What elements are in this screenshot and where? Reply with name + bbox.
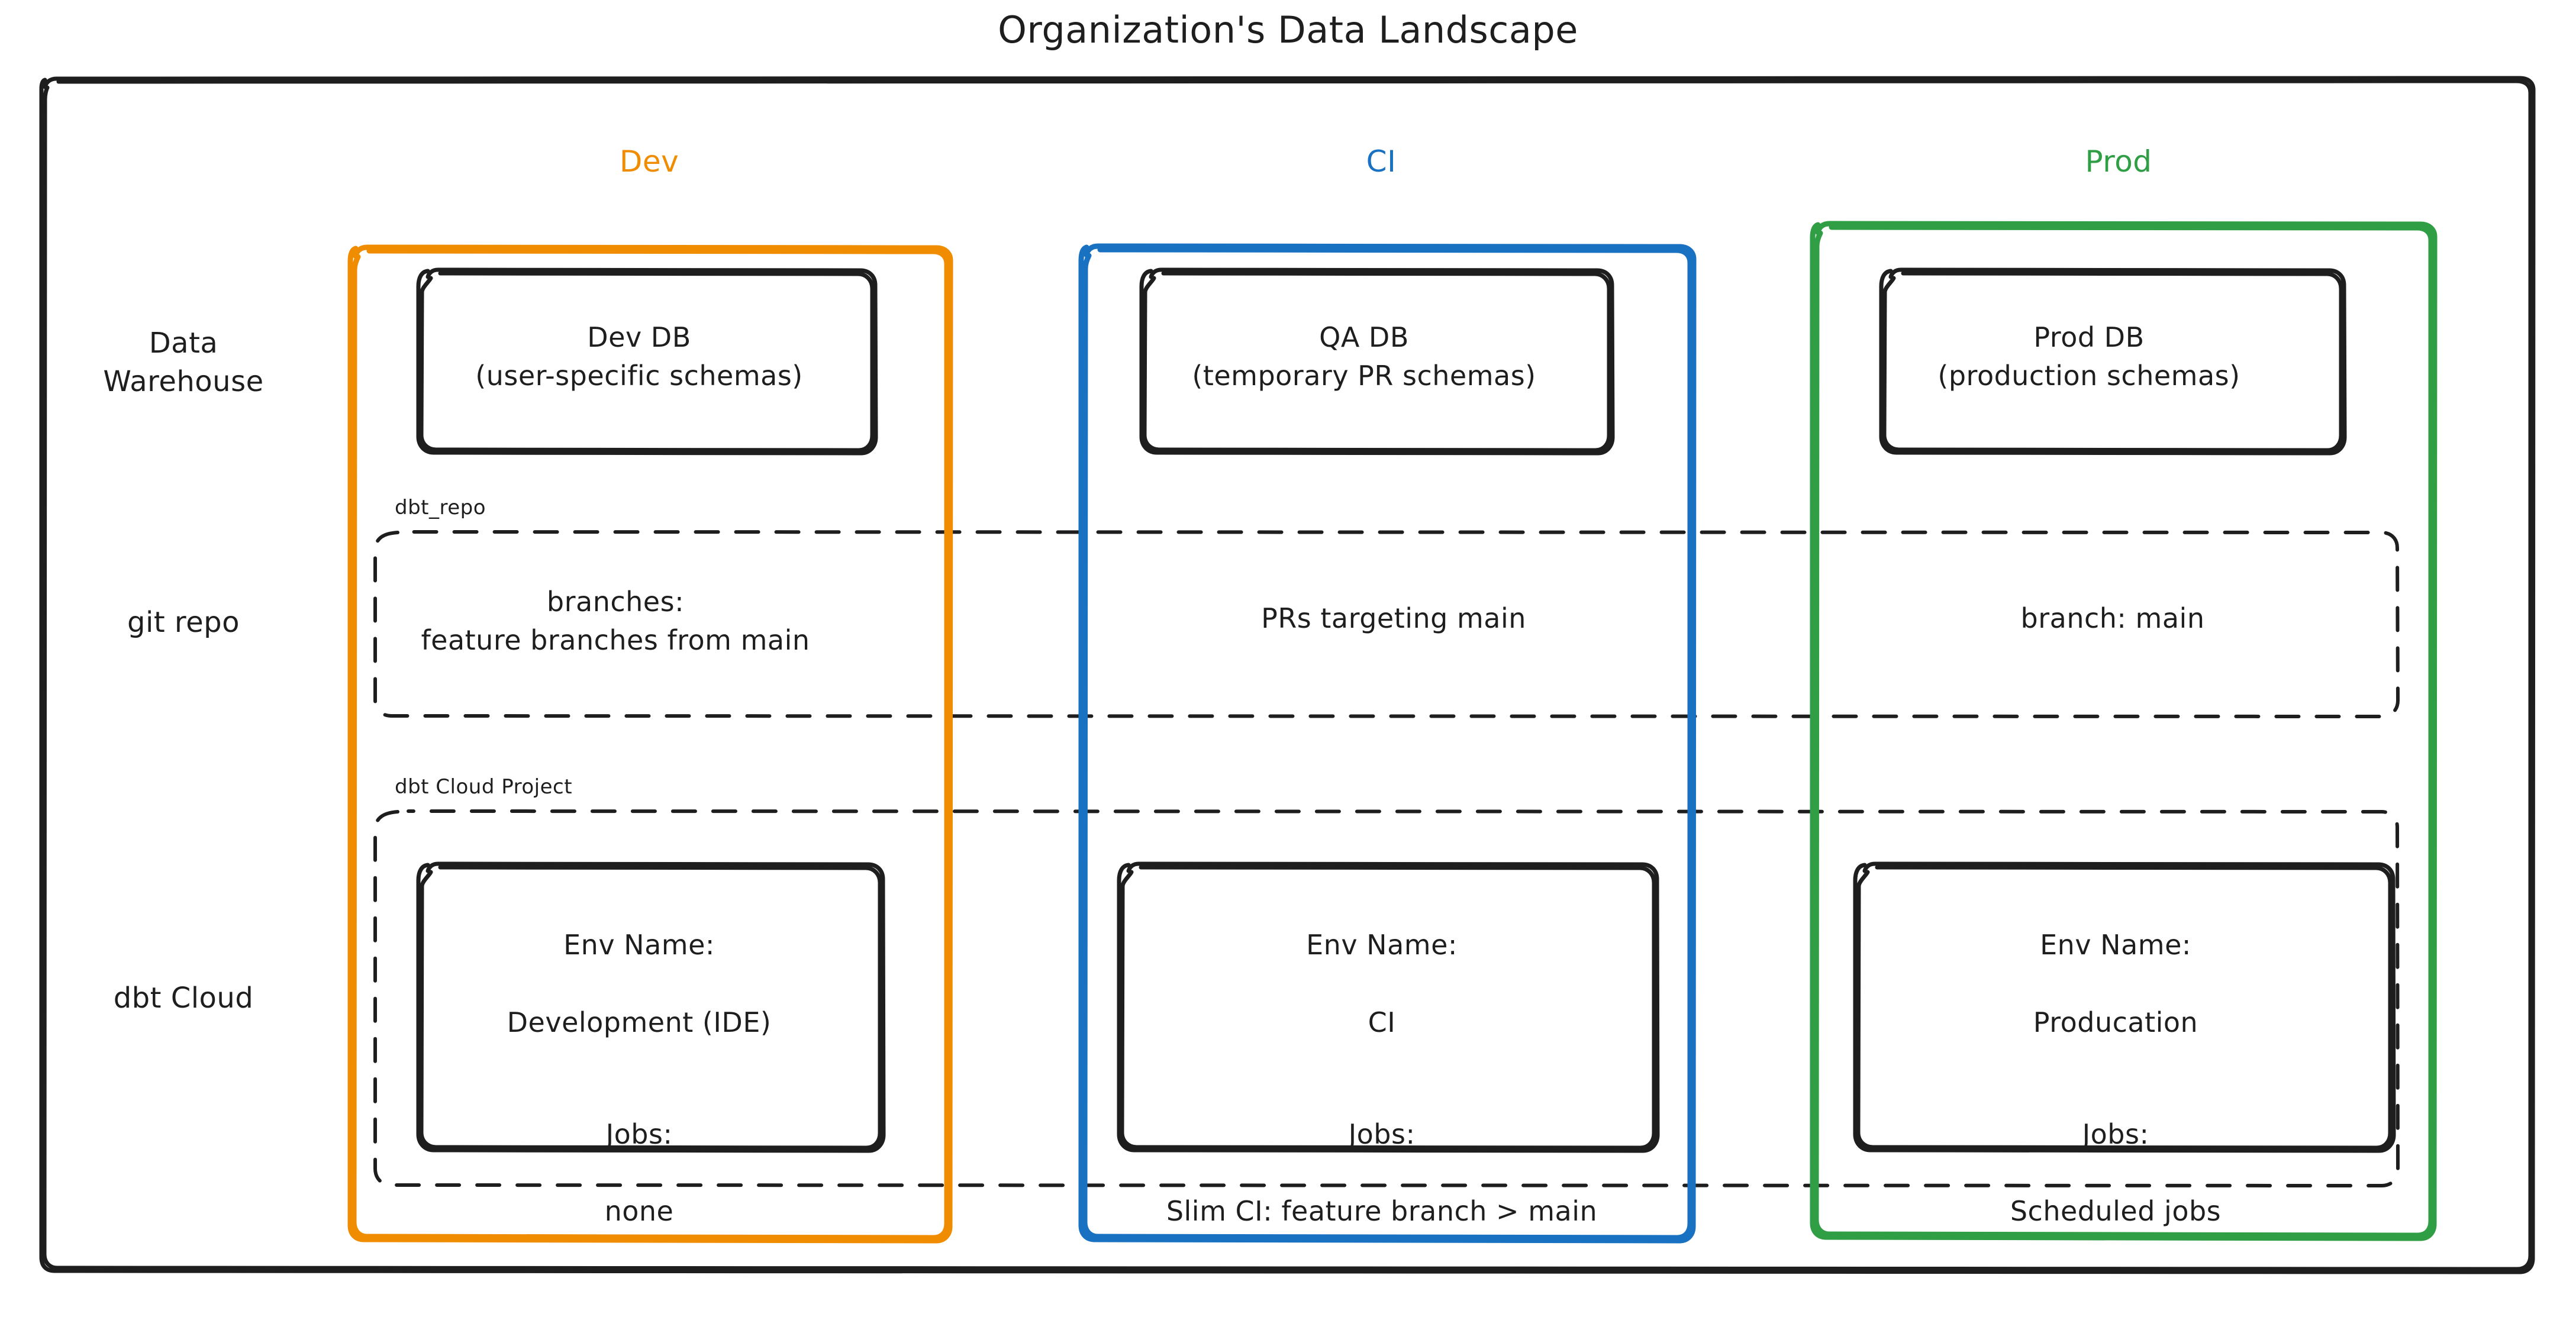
node-dev-env-block: Env Name: Development (IDE) Jobs: none bbox=[414, 887, 864, 1231]
node-dev-jobs-value: none bbox=[604, 1195, 674, 1228]
node-dev-env-name-label: Env Name: bbox=[563, 929, 715, 961]
node-qa-db-label: QA DB (temporary PR schemas) bbox=[1192, 321, 1536, 392]
node-ci-env-name-value: CI bbox=[1368, 1006, 1396, 1038]
column-header-ci: CI bbox=[1366, 144, 1397, 179]
node-prod-db-label: Prod DB (production schemas) bbox=[1937, 321, 2240, 392]
row-label-git-repo: git repo bbox=[127, 606, 240, 639]
node-ci-env-name-label: Env Name: bbox=[1306, 929, 1458, 961]
node-ci-git-label: PRs targeting main bbox=[1261, 602, 1526, 634]
node-prod-jobs-label: Jobs: bbox=[2082, 1118, 2149, 1150]
node-prod-git-label: branch: main bbox=[2020, 602, 2205, 634]
group-label-dbt-cloud-project: dbt Cloud Project bbox=[395, 775, 573, 799]
node-dev-db-label: Dev DB (user-specific schemas) bbox=[475, 321, 803, 392]
node-dev-jobs-label: Jobs: bbox=[605, 1118, 673, 1150]
node-dev-env-name-value: Development (IDE) bbox=[507, 1006, 772, 1038]
node-dev-git-label: branches: feature branches from main bbox=[421, 586, 810, 657]
row-label-data-warehouse: Data Warehouse bbox=[103, 327, 264, 398]
node-ci-env-block: Env Name: CI Jobs: Slim CI: feature bran… bbox=[1107, 887, 1657, 1231]
spacer bbox=[1107, 1042, 1657, 1076]
node-prod-jobs-value: Scheduled jobs bbox=[2010, 1195, 2222, 1228]
group-label-dbt-repo: dbt_repo bbox=[395, 496, 486, 519]
node-prod-env-name-label: Env Name: bbox=[2040, 929, 2191, 961]
node-ci-jobs-label: Jobs: bbox=[1348, 1118, 1416, 1150]
node-ci-jobs-value: Slim CI: feature branch > main bbox=[1166, 1195, 1598, 1228]
page-title: Organization's Data Landscape bbox=[998, 8, 1578, 51]
node-prod-env-name-value: Producation bbox=[2033, 1006, 2198, 1038]
spacer bbox=[414, 1042, 864, 1076]
row-label-dbt-cloud: dbt Cloud bbox=[113, 982, 254, 1015]
column-header-prod: Prod bbox=[2085, 144, 2152, 179]
spacer bbox=[1840, 1042, 2391, 1076]
column-header-dev: Dev bbox=[619, 144, 679, 179]
node-prod-env-block: Env Name: Producation Jobs: Scheduled jo… bbox=[1840, 887, 2391, 1231]
